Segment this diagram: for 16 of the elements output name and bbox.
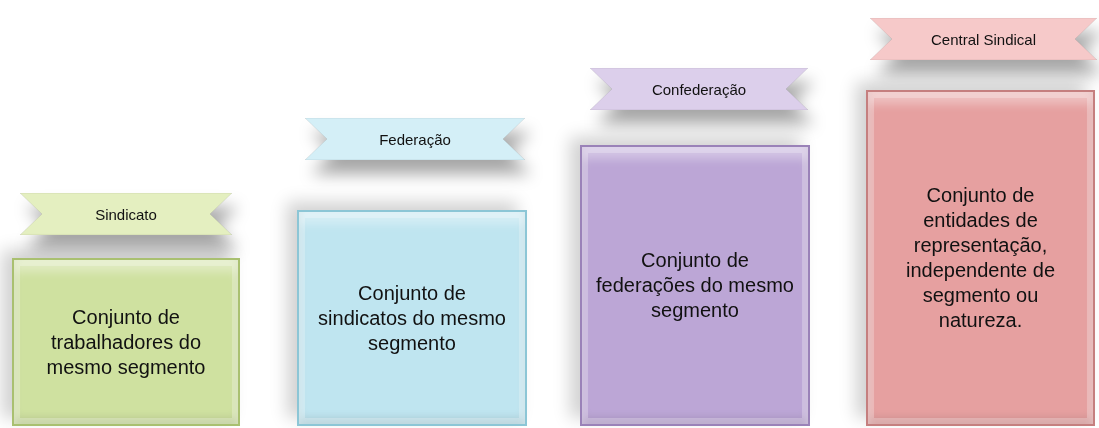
banner-title: Confederação: [651, 80, 747, 98]
banner-title: Sindicato: [95, 205, 157, 223]
banner-title: Federação: [379, 130, 451, 148]
description-text: Conjunto de federações do mesmo segmento: [596, 248, 794, 323]
ribbon-banner: [590, 68, 808, 110]
description-box: [297, 210, 527, 426]
description-text: Conjunto de trabalhadores do mesmo segmento: [45, 304, 207, 380]
description-text: Conjunto de entidades de representação, independente de segmento ou natureza.: [904, 183, 1056, 333]
ribbon-banner: [870, 18, 1097, 60]
description-box: [12, 258, 240, 426]
ribbon-banner: [20, 193, 232, 235]
ribbon-banner: [305, 118, 525, 160]
description-box: [580, 145, 810, 426]
description-text: Conjunto de sindicatos do mesmo segmento: [317, 280, 507, 356]
banner-title: Central Sindical: [930, 30, 1037, 48]
description-box: [866, 90, 1095, 426]
